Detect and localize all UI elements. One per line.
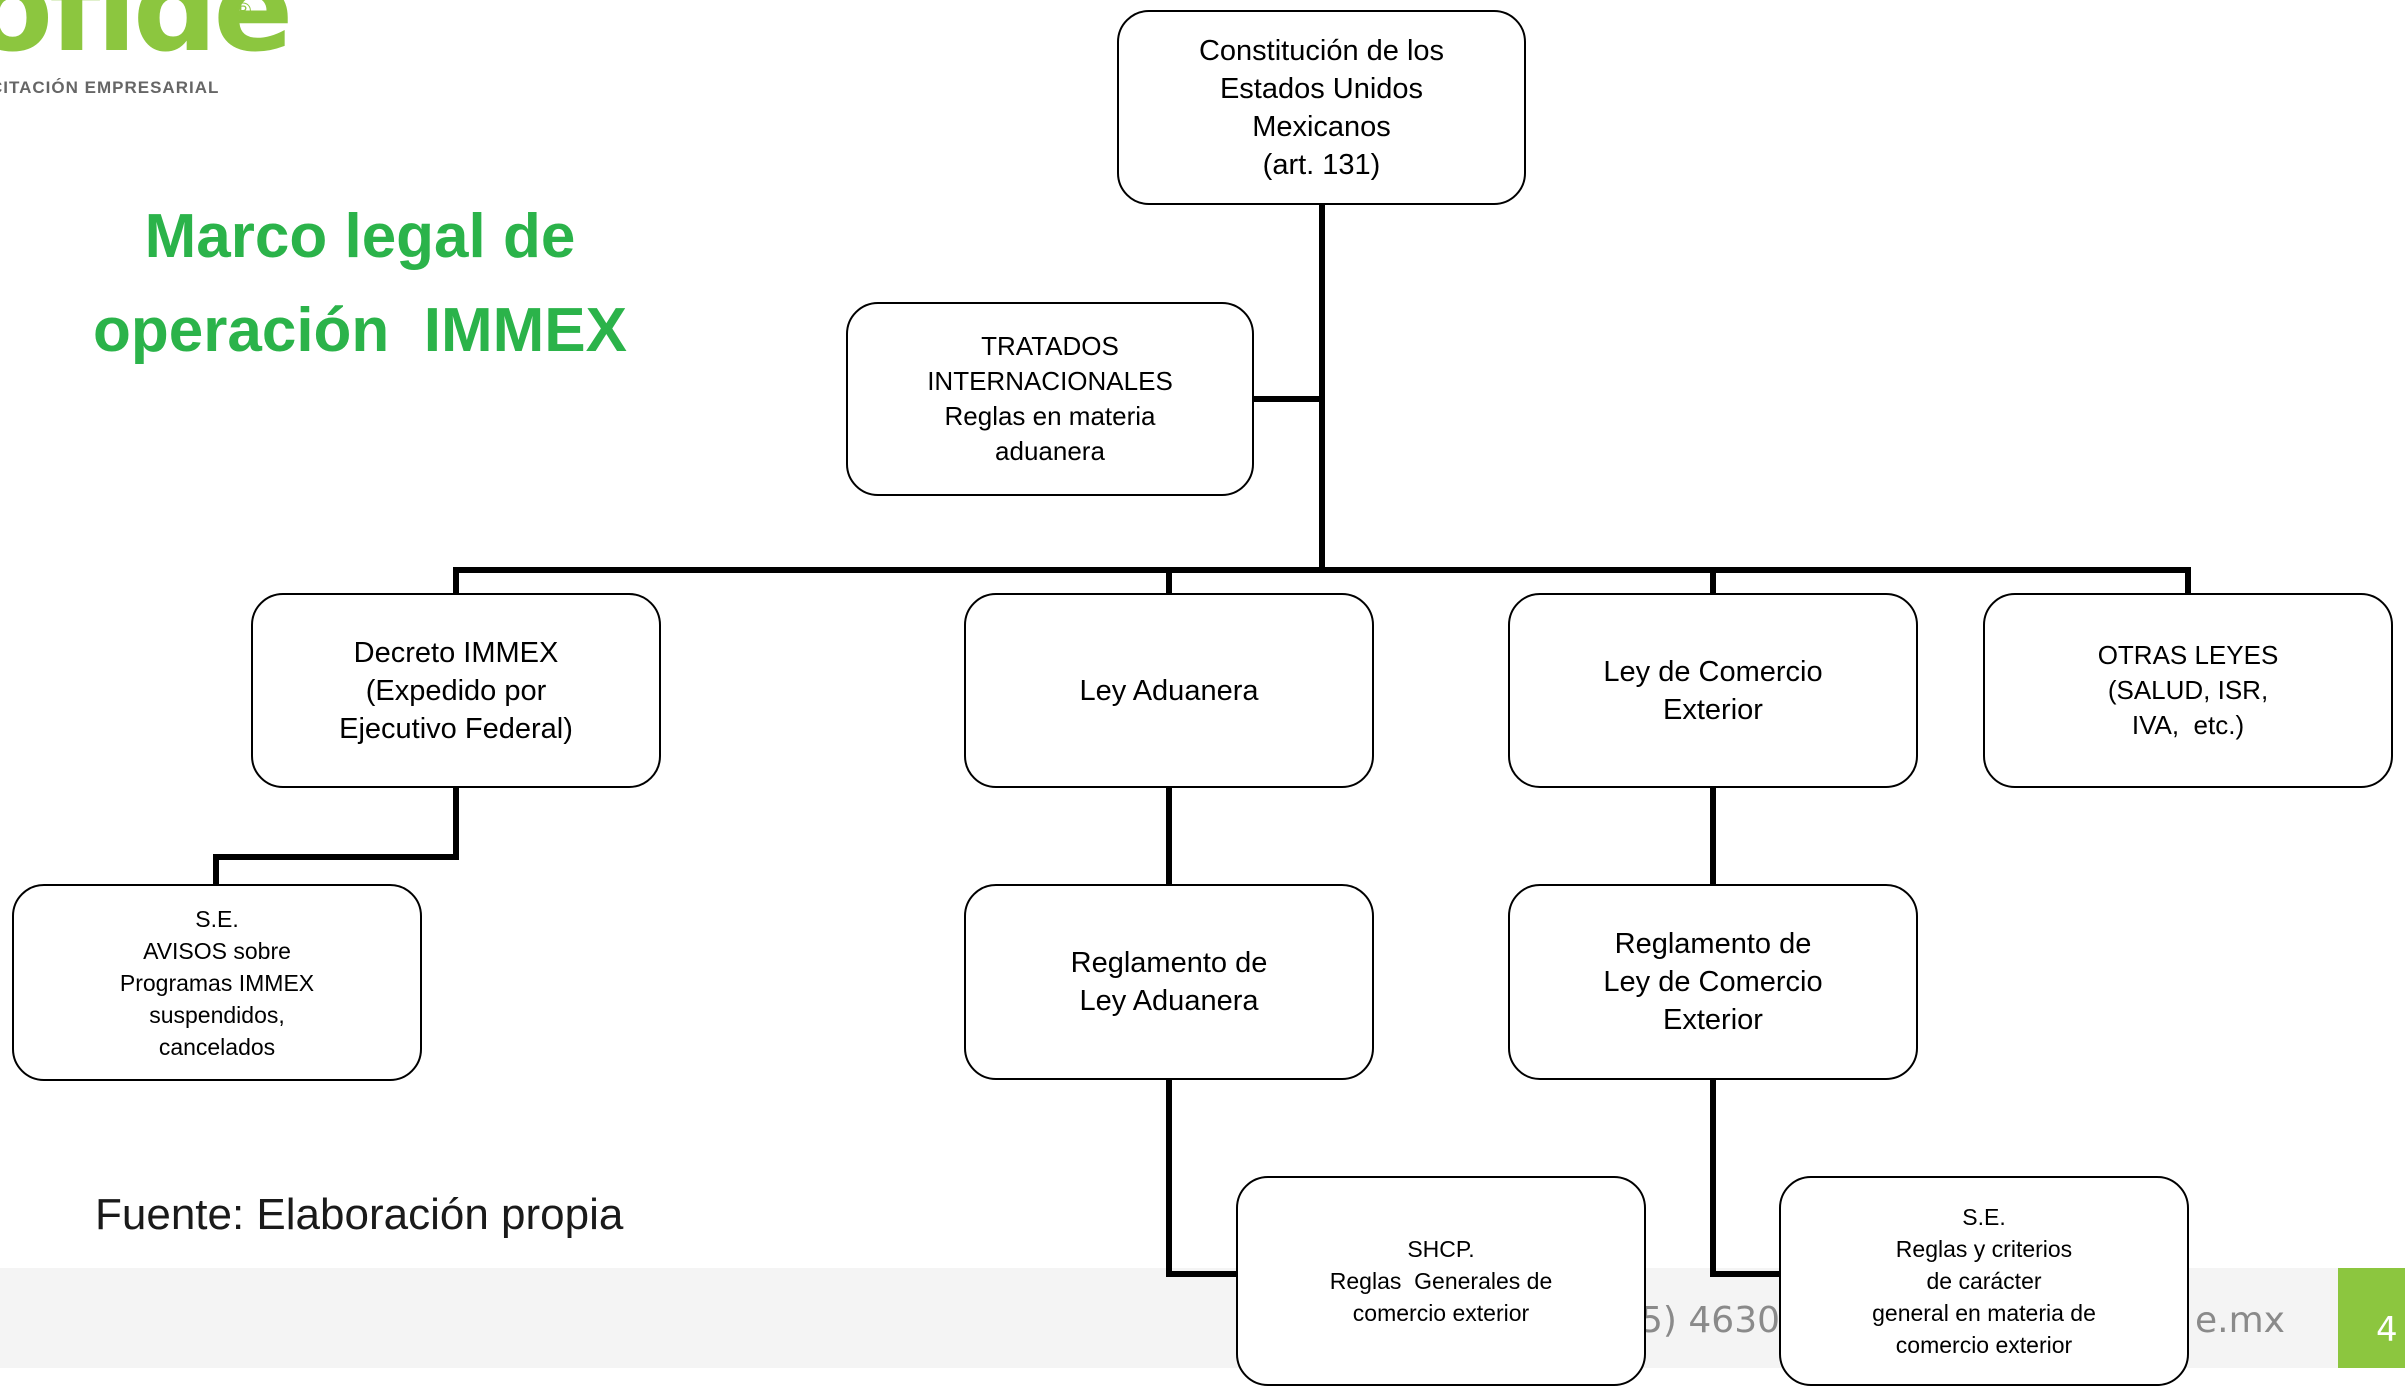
footer-contact-left: 5) 4630	[1640, 1300, 1781, 1341]
connector-reglamento-se	[1710, 1077, 1784, 1277]
slide-title: Marco legal de operación IMMEX	[40, 190, 680, 378]
node-ley-comercio-exterior: Ley de Comercio Exterior	[1508, 593, 1918, 788]
logo-wordmark: ofide	[0, 0, 293, 78]
node-constitucion: Constitución de los Estados Unidos Mexic…	[1117, 10, 1526, 205]
logo-registered-mark: ®	[235, 0, 252, 23]
source-note: Fuente: Elaboración propia	[95, 1190, 624, 1239]
node-tratados-internacionales: TRATADOS INTERNACIONALES Reglas en mater…	[846, 302, 1254, 496]
page-number-tab	[2338, 1268, 2405, 1368]
node-se-avisos: S.E. AVISOS sobre Programas IMMEX suspen…	[12, 884, 422, 1081]
logo-tagline: CITACIÓN EMPRESARIAL	[0, 78, 220, 97]
connector-decreto-avisos	[213, 785, 459, 887]
node-reglamento-ley-aduanera: Reglamento de Ley Aduanera	[964, 884, 1374, 1080]
node-reglamento-ley-comercio: Reglamento de Ley de Comercio Exterior	[1508, 884, 1918, 1080]
node-se-reglas-criterios: S.E. Reglas y criterios de carácter gene…	[1779, 1176, 2189, 1386]
slide-title-line-1: Marco legal de	[144, 202, 576, 271]
node-ley-aduanera: Ley Aduanera	[964, 593, 1374, 788]
node-decreto-immex: Decreto IMMEX (Expedido por Ejecutivo Fe…	[251, 593, 661, 788]
footer-contact-right: e.mx	[2195, 1300, 2285, 1341]
node-otras-leyes: OTRAS LEYES (SALUD, ISR, IVA, etc.)	[1983, 593, 2393, 788]
page-number: 4	[2376, 1310, 2398, 1350]
connector-reglamento-shcp	[1166, 1077, 1241, 1277]
node-shcp-reglas: SHCP. Reglas Generales de comercio exter…	[1236, 1176, 1646, 1386]
slide-title-line-2: operación IMMEX	[93, 296, 627, 365]
